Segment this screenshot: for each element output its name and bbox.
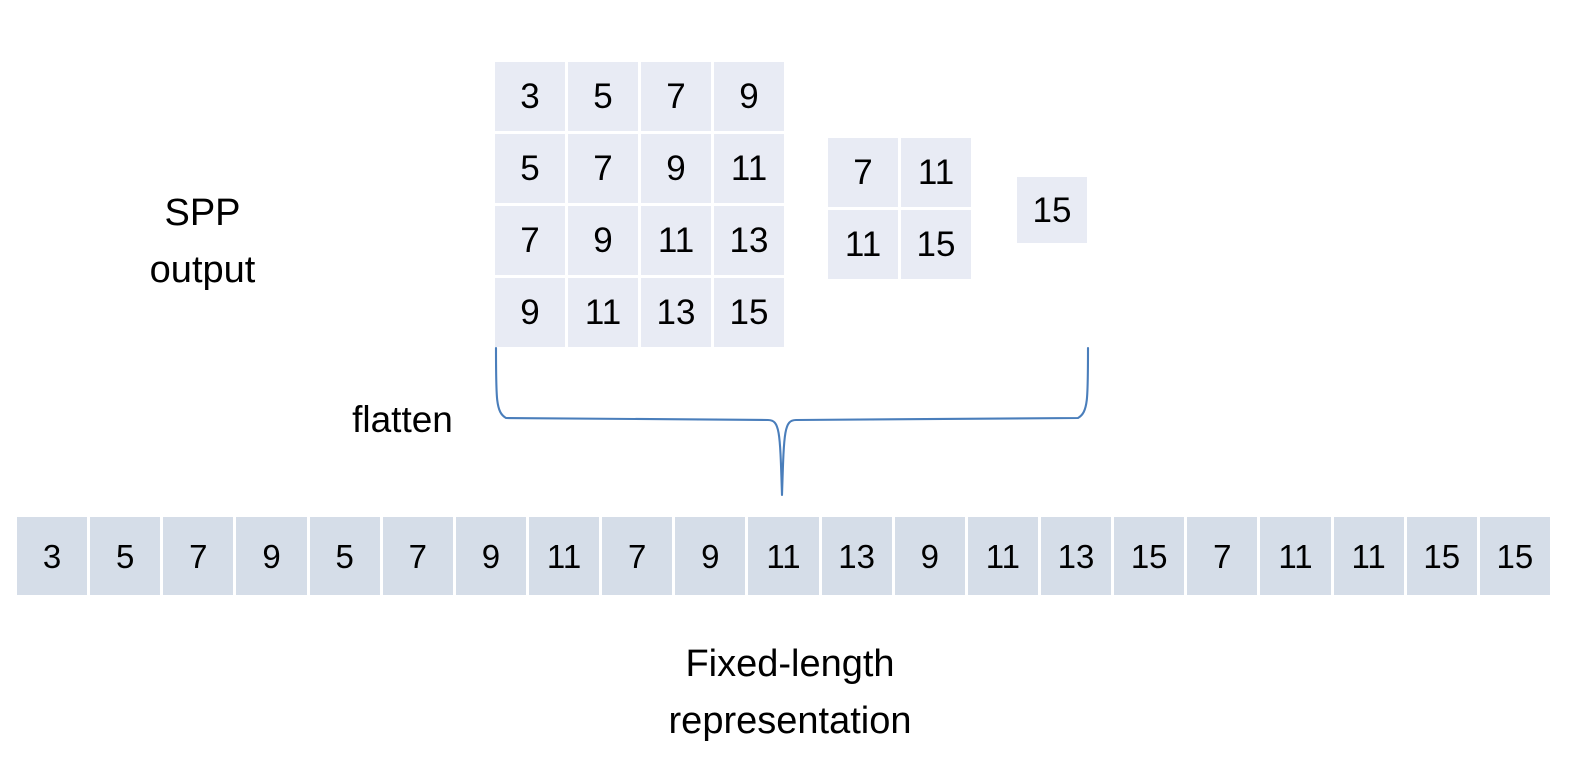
flattened-cell: 5 <box>309 517 380 595</box>
flattened-cell: 5 <box>90 517 161 595</box>
flattened-cell: 9 <box>455 517 526 595</box>
pool-cell: 11 <box>901 138 971 207</box>
pool-cell: 15 <box>901 210 971 279</box>
flattened-cell: 9 <box>894 517 965 595</box>
flattened-cell: 13 <box>1040 517 1112 595</box>
pool-cell: 9 <box>495 278 565 347</box>
pool-cell: 11 <box>568 278 638 347</box>
flattened-cell: 15 <box>1479 517 1550 595</box>
fixed-length-caption: Fixed-length representation <box>668 643 912 742</box>
pool-cell: 9 <box>568 206 638 275</box>
flattened-cell: 7 <box>163 517 234 595</box>
flattened-cell: 11 <box>1333 517 1404 595</box>
flattened-cell: 13 <box>821 517 892 595</box>
pool-cell: 13 <box>641 278 711 347</box>
pool-cell: 15 <box>1017 177 1087 243</box>
spp-output-label: SPP output <box>149 192 256 291</box>
flattened-cell: 11 <box>528 517 600 595</box>
flattened-cell: 7 <box>1187 517 1258 595</box>
flatten-brace-icon <box>494 346 1090 497</box>
flatten-brace <box>480 340 1110 505</box>
pool-cell: 11 <box>714 134 784 203</box>
pool-cell: 13 <box>714 206 784 275</box>
flattened-cell: 11 <box>1260 517 1331 595</box>
pool-cell: 9 <box>714 62 784 131</box>
flattened-cell: 7 <box>382 517 453 595</box>
flattened-cell: 11 <box>748 517 819 595</box>
pool-cell: 15 <box>714 278 784 347</box>
pool-cell: 7 <box>641 62 711 131</box>
pool-cell: 9 <box>641 134 711 203</box>
flattened-cell: 9 <box>675 517 746 595</box>
flattened-cell: 11 <box>967 517 1038 595</box>
pool-cell: 7 <box>828 138 898 207</box>
flattened-cell: 15 <box>1406 517 1477 595</box>
pool-cell: 11 <box>828 210 898 279</box>
pool-cell: 7 <box>568 134 638 203</box>
pool-grid-1x1: 15 <box>1017 177 1087 243</box>
flattened-cell: 3 <box>17 517 88 595</box>
pool-cell: 5 <box>495 134 565 203</box>
pool-cell: 7 <box>495 206 565 275</box>
pool-cell: 11 <box>641 206 711 275</box>
flattened-cell: 15 <box>1114 517 1185 595</box>
flattened-cell: 9 <box>236 517 307 595</box>
pool-cell: 3 <box>495 62 565 131</box>
pool-cell: 5 <box>568 62 638 131</box>
flatten-label: flatten <box>352 399 453 440</box>
flattened-cell: 7 <box>602 517 673 595</box>
